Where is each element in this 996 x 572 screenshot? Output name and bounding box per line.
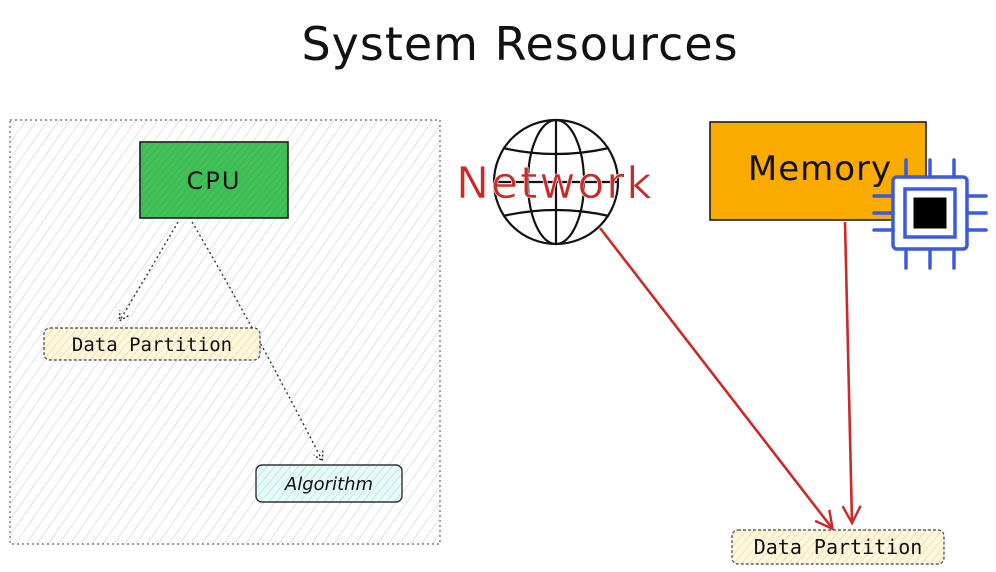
- algorithm-node[interactable]: Algorithm: [255, 464, 403, 503]
- data-partition-left-node[interactable]: Data Partition: [43, 327, 261, 361]
- diagram-title: System Resources: [301, 17, 738, 71]
- algorithm-label: Algorithm: [284, 474, 373, 495]
- cpu-to-algorithm-arrow: [191, 221, 324, 463]
- cpu-node[interactable]: CPU: [139, 141, 289, 219]
- data-partition-left-label: Data Partition: [72, 334, 232, 356]
- globe-icon: [492, 118, 620, 246]
- memory-label: Memory: [748, 149, 892, 189]
- data-partition-right-node[interactable]: Data Partition: [731, 529, 945, 565]
- cpu-to-data-partition-arrow: [118, 221, 179, 323]
- chip-icon: [872, 158, 988, 270]
- memory-node[interactable]: Memory: [709, 121, 927, 221]
- cpu-label: CPU: [187, 167, 242, 195]
- network-to-data-partition-arrow: [598, 227, 835, 531]
- memory-to-data-partition-arrow: [841, 221, 862, 526]
- data-partition-right-label: Data Partition: [754, 535, 923, 559]
- network-label: Network: [456, 158, 654, 209]
